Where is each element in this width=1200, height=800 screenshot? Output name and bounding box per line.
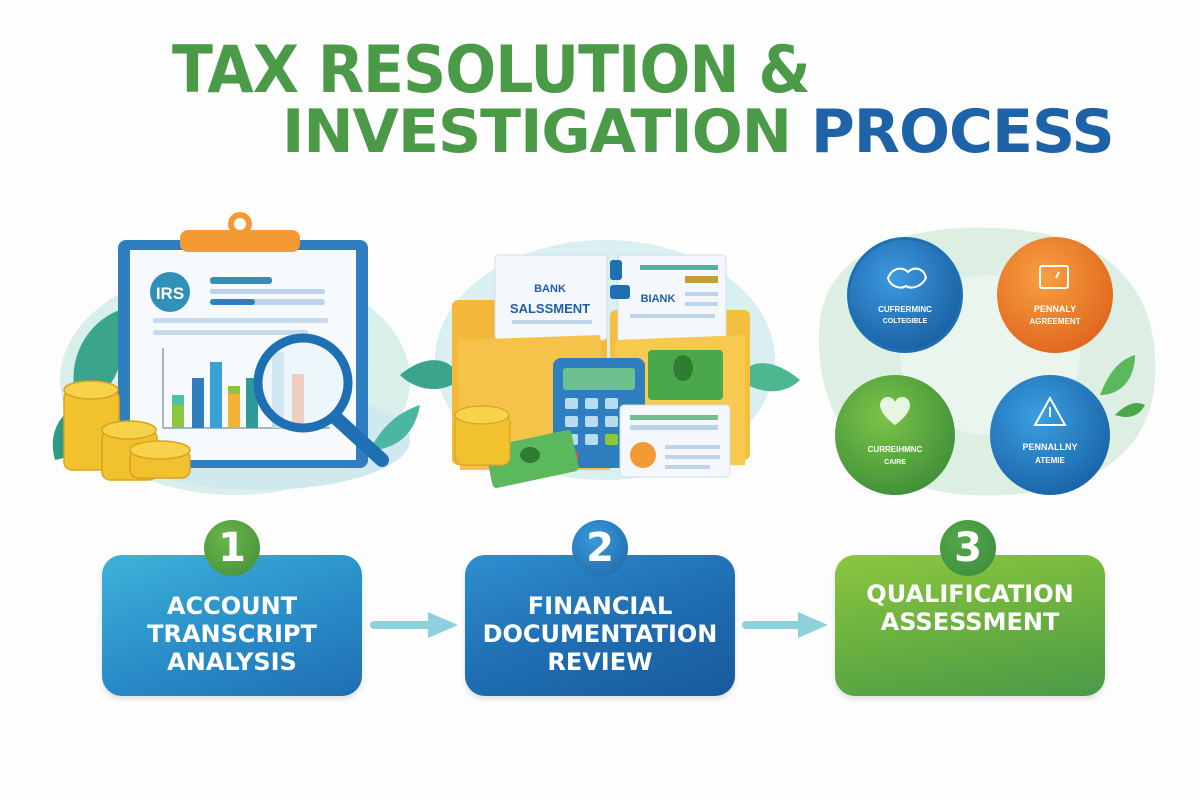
leaf-icon xyxy=(1115,403,1145,417)
option-circle-1: CUFRERMINC COLTEGIBLE xyxy=(847,237,963,353)
step-number-badge-3: 3 xyxy=(940,520,996,576)
svg-text:ATEMIE: ATEMIE xyxy=(1035,456,1065,465)
step-number-badge-1: 1 xyxy=(204,520,260,576)
receipt-icon xyxy=(619,404,731,478)
heart-hands-icon xyxy=(880,396,910,425)
warning-icon xyxy=(1033,395,1067,426)
step-account-transcript-analysis: ACCOUNT TRANSCRIPT ANALYSIS xyxy=(102,555,362,696)
step-1-label: ACCOUNT TRANSCRIPT ANALYSIS xyxy=(147,591,317,676)
document-icon xyxy=(1039,265,1069,289)
title-line-1: TAX RESOLUTION & xyxy=(172,32,811,109)
option-circle-4: PENNALLNY ATEMIE xyxy=(990,375,1110,495)
handshake-icon xyxy=(886,267,928,289)
bank-statement-doc xyxy=(494,254,608,341)
svg-text:PENNALLNY: PENNALLNY xyxy=(1022,442,1077,452)
illustration-financial-documents: BANK SALSSMENT BIANK xyxy=(400,210,800,490)
illustration-account-transcript: IRS xyxy=(40,200,420,500)
step-3-label: QUALIFICATION ASSESSMENT xyxy=(866,579,1074,636)
coin-stack-icon xyxy=(454,405,511,466)
svg-text:SALSSMENT: SALSSMENT xyxy=(510,301,590,316)
svg-text:IRS: IRS xyxy=(156,284,184,303)
svg-text:BANK: BANK xyxy=(534,283,566,295)
step-2-label: FINANCIAL DOCUMENTATION REVIEW xyxy=(482,591,718,676)
svg-text:AGREEMENT: AGREEMENT xyxy=(1029,317,1080,326)
leaf-icon xyxy=(1100,355,1135,395)
svg-text:PENNALY: PENNALY xyxy=(1034,304,1076,314)
leaf-icon xyxy=(740,363,800,392)
irs-logo xyxy=(150,272,190,312)
step-qualification-assessment: QUALIFICATION ASSESSMENT xyxy=(835,555,1105,696)
svg-text:CUFRERMINC: CUFRERMINC xyxy=(878,305,932,314)
leaf-icon xyxy=(400,360,460,390)
option-circle-3: CURREIHMNC CAIRE xyxy=(835,375,955,495)
arrow-right-icon xyxy=(742,612,828,638)
title-investigation: INVESTIGATION xyxy=(282,97,811,167)
step-number-badge-2: 2 xyxy=(572,520,628,576)
step-financial-documentation-review: FINANCIAL DOCUMENTATION REVIEW xyxy=(465,555,735,696)
coin-stack-icon xyxy=(63,380,191,481)
svg-text:CURREIHMNC: CURREIHMNC xyxy=(868,445,923,454)
svg-text:COLTEGIBLE: COLTEGIBLE xyxy=(883,318,928,325)
illustration-qualification-options: CUFRERMINC COLTEGIBLE PENNALY AGREEMENT … xyxy=(800,200,1180,500)
title-line-2: INVESTIGATION PROCESS xyxy=(282,102,1115,162)
arrow-right-icon xyxy=(370,612,458,638)
magnifying-glass-icon xyxy=(253,333,389,467)
option-circle-2: PENNALY AGREEMENT xyxy=(997,237,1113,353)
svg-text:BIANK: BIANK xyxy=(641,293,676,305)
svg-text:CAIRE: CAIRE xyxy=(884,459,906,466)
title-process: PROCESS xyxy=(810,97,1115,167)
